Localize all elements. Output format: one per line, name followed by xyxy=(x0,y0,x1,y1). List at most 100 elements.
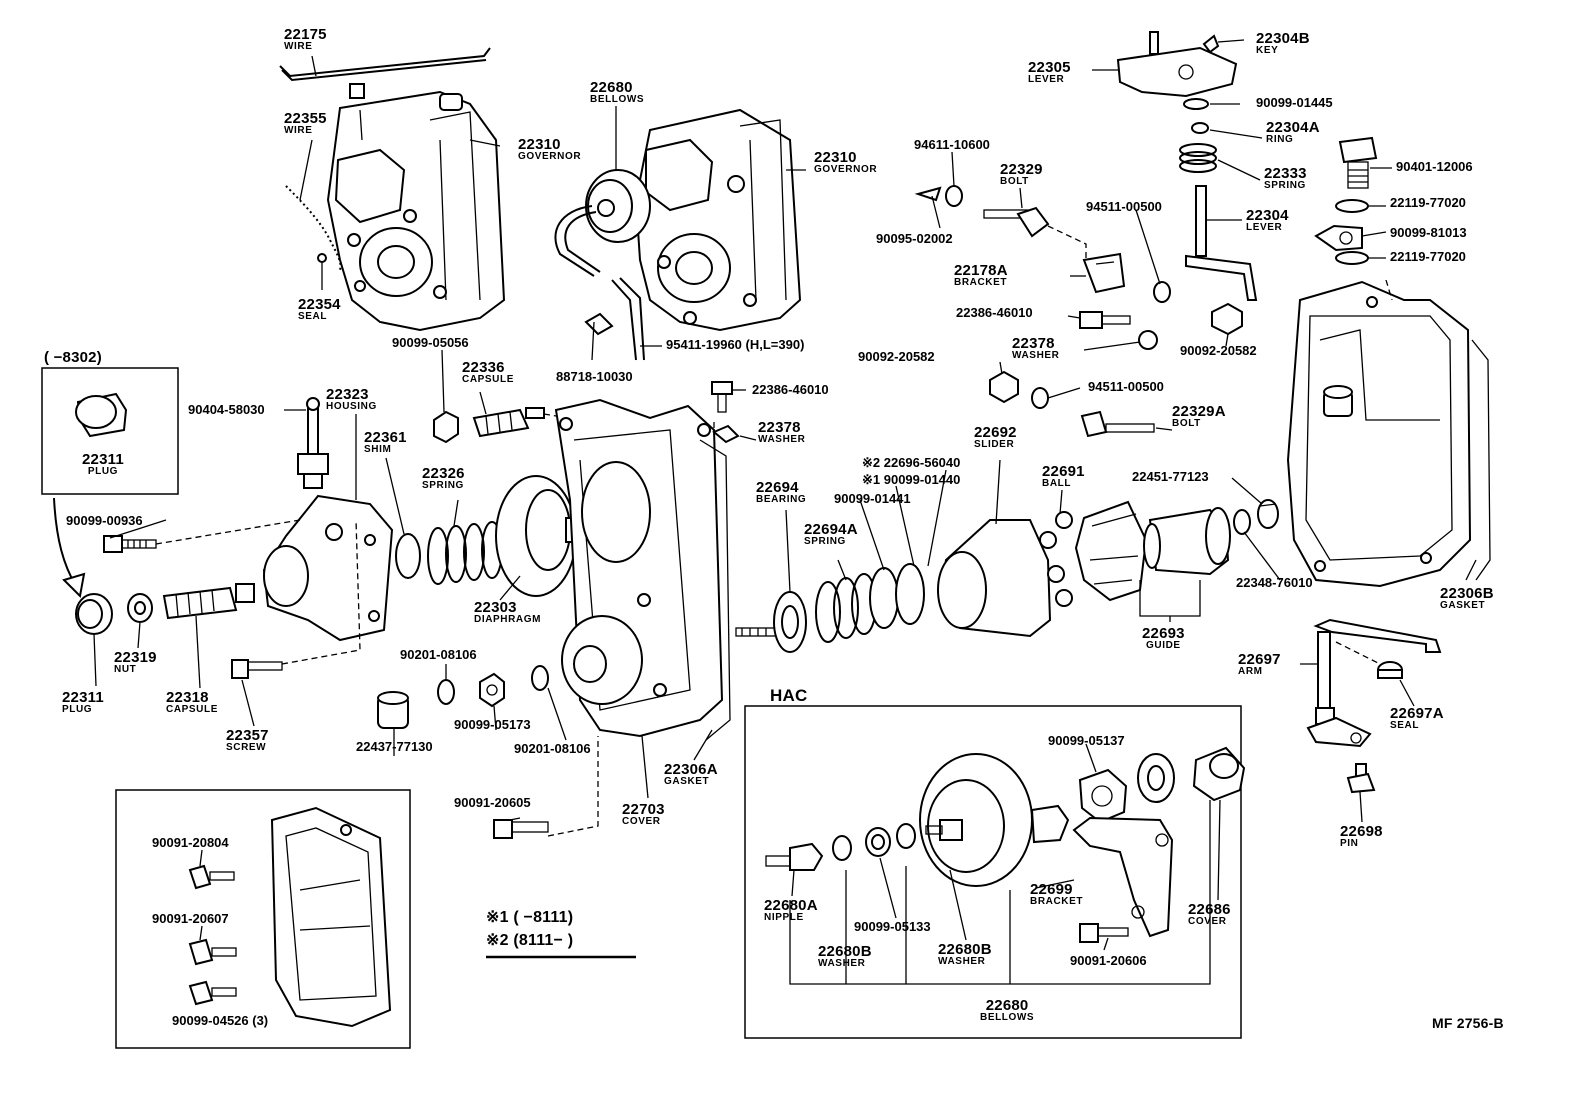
washer-22680B-b-drawing xyxy=(896,823,916,849)
label-part-88718-10030: 88718-10030 xyxy=(556,369,633,384)
nipple-22680A-drawing xyxy=(765,842,824,871)
bolt-22329A-drawing xyxy=(1080,410,1155,438)
bolt-90091-20606-drawing xyxy=(1079,923,1129,943)
plug-box-drawing xyxy=(75,392,128,438)
spring-22326-drawing xyxy=(427,521,503,585)
shim-22361-drawing xyxy=(395,533,421,579)
spring-22333-drawing xyxy=(1179,143,1217,173)
cover-variant-box xyxy=(115,789,411,1049)
fitting-90404-drawing xyxy=(297,397,329,489)
guide-22693-drawing xyxy=(1143,507,1231,576)
nut-90092-b-drawing xyxy=(1211,302,1243,336)
label-part-90099-01445: 90099-01445 xyxy=(1256,95,1333,110)
screw-90091-20605-drawing xyxy=(493,819,549,839)
nut-90099-05137-drawing xyxy=(1078,768,1128,824)
label-part-22386-46010-b: 22386-46010 xyxy=(956,305,1033,320)
hac-bellows-drawing xyxy=(919,753,1070,887)
hose-drawing xyxy=(554,205,645,361)
seal-22354-drawing xyxy=(317,253,327,263)
label-part-90091-20804: 90091-20804 xyxy=(152,835,229,850)
label-part-22451-77123: 22451-77123 xyxy=(1132,469,1209,484)
bearing-22694-drawing xyxy=(735,591,807,653)
key-22304B-drawing xyxy=(1202,34,1220,54)
governor-mid-drawing xyxy=(634,108,802,332)
screw-90091-20607-drawing xyxy=(188,938,237,966)
housing-22306B-drawing xyxy=(1286,280,1491,588)
label-part-90099-81013: 90099-81013 xyxy=(1390,225,1467,240)
guide-bracket-line xyxy=(1139,580,1201,617)
label-part-90401-12006: 90401-12006 xyxy=(1396,159,1473,174)
screw-90099-04526-drawing xyxy=(188,980,237,1006)
pin-94611-drawing xyxy=(914,185,963,207)
washer-90099-01445-drawing xyxy=(1183,98,1209,110)
nut-90099-05056-drawing xyxy=(433,410,459,444)
spring-22694A-drawing xyxy=(815,573,877,643)
label-part-90091-20607: 90091-20607 xyxy=(152,911,229,926)
nut-90092-a-drawing xyxy=(989,370,1019,404)
bracket-22699-drawing xyxy=(1072,753,1175,938)
governor-left-drawing xyxy=(326,83,506,332)
label-part-90099-05056: 90099-05056 xyxy=(392,335,469,350)
label-part-22348-76010: 22348-76010 xyxy=(1236,575,1313,590)
label-part-22119-77020-a: 22119-77020 xyxy=(1390,195,1466,210)
label-part-94611-10600: 94611-10600 xyxy=(914,137,990,152)
nut-22319-drawing xyxy=(127,593,153,623)
nut-90099-05173-drawing xyxy=(479,672,505,708)
label-part-90201-08106-b: 90201-08106 xyxy=(514,741,591,756)
bracket-22178A-drawing xyxy=(1082,252,1126,294)
ring-22348-drawing xyxy=(1233,509,1251,535)
plug-box-range: ( −8302) xyxy=(44,349,102,366)
arm-22697-drawing xyxy=(1306,618,1442,748)
washer-94511-b-drawing xyxy=(1031,387,1049,409)
label-part-94511-00500-a: 94511-00500 xyxy=(1088,379,1164,394)
bolt-90099-81013-drawing xyxy=(1314,224,1363,252)
wire-22175-drawing xyxy=(279,47,491,82)
lever-22304-drawing xyxy=(1185,185,1258,301)
label-part-90099-01440: ※1 90099-01440 xyxy=(862,472,961,487)
plug-22311-drawing xyxy=(75,593,113,635)
label-part-90099-05173: 90099-05173 xyxy=(454,717,531,732)
bolt-22329-drawing xyxy=(983,206,1050,238)
capsule-22318-drawing xyxy=(162,583,255,620)
washers-22696-90099-drawing xyxy=(869,563,925,629)
assembly-dashed-lines xyxy=(155,225,1393,837)
washer-22378-b-drawing xyxy=(1138,330,1158,350)
washer-94511-a-drawing xyxy=(1153,281,1171,303)
label-part-22696-56040: ※2 22696-56040 xyxy=(862,455,961,470)
figure-code: MF 2756-B xyxy=(1432,1015,1504,1031)
ring-90099-05133-drawing xyxy=(865,827,891,857)
hac-title: HAC xyxy=(770,686,808,705)
label-part-90092-20582-b: 90092-20582 xyxy=(1180,343,1257,358)
label-part-90099-01441: 90099-01441 xyxy=(834,491,911,506)
